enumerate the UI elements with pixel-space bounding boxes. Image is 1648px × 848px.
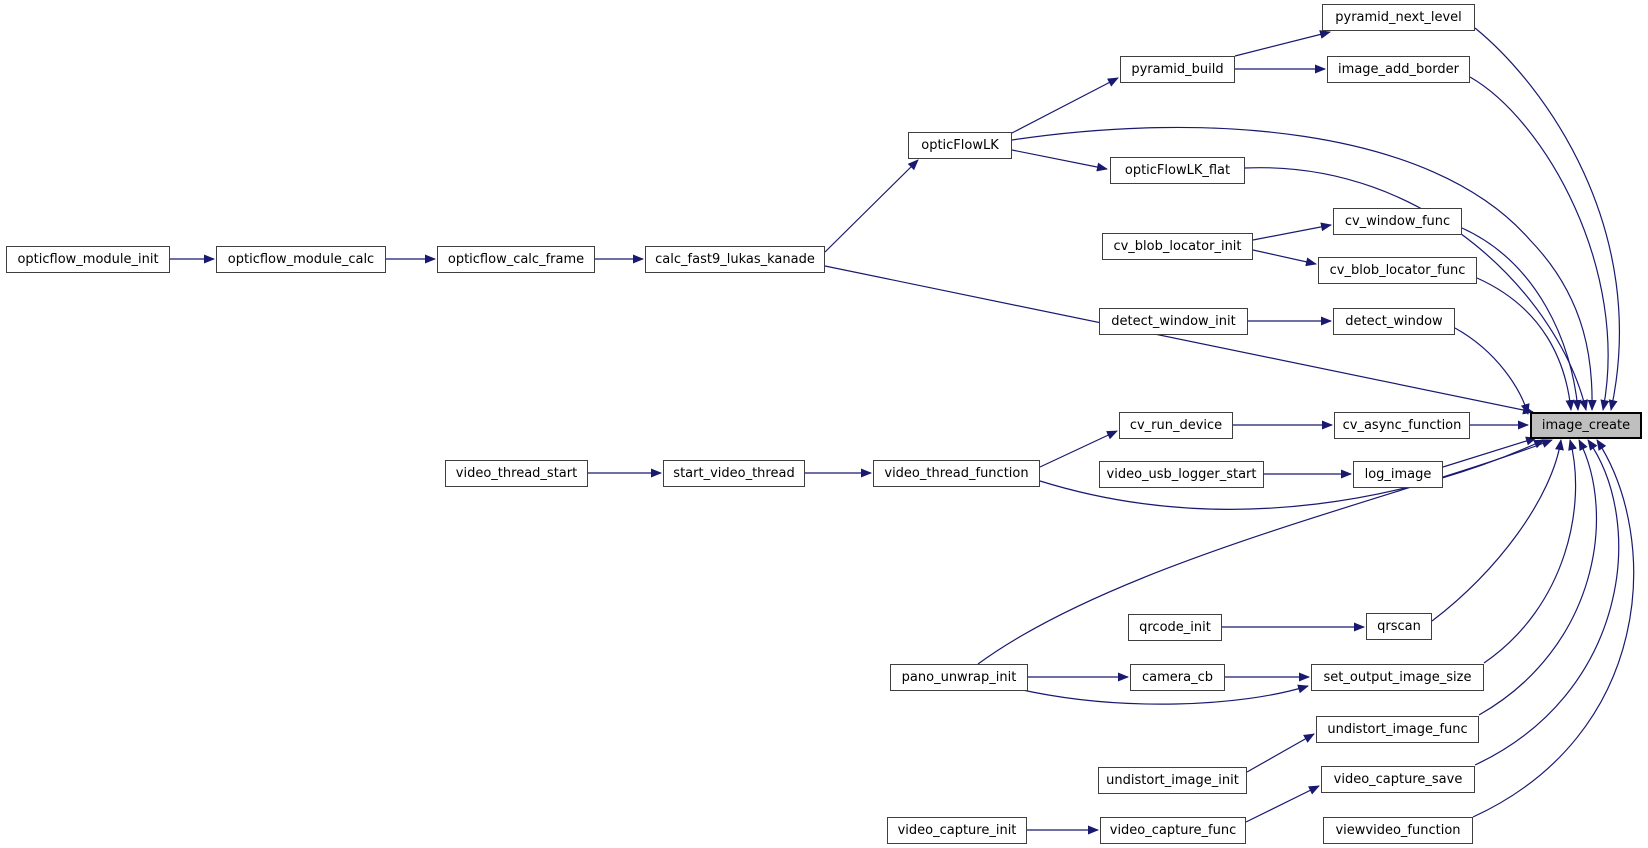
node-set_output_image_size[interactable]: set_output_image_size bbox=[1311, 664, 1484, 691]
edge-pyramid_build-to-pyramid_next_level bbox=[1234, 30, 1331, 57]
node-cv_run_device[interactable]: cv_run_device bbox=[1119, 412, 1233, 439]
node-opticFlowLK_flat[interactable]: opticFlowLK_flat bbox=[1110, 157, 1245, 184]
node-undistort_image_init[interactable]: undistort_image_init bbox=[1098, 767, 1247, 794]
edge-cv_blob_locator_init-to-cv_window_func bbox=[1252, 222, 1332, 241]
edge-video_capture_func-to-video_capture_save bbox=[1245, 785, 1320, 823]
edge-group bbox=[170, 27, 1635, 835]
node-cv_async_function[interactable]: cv_async_function bbox=[1334, 412, 1470, 439]
node-viewvideo_function[interactable]: viewvideo_function bbox=[1323, 817, 1473, 844]
edge-set_output_image_size-to-image_create bbox=[1483, 439, 1577, 664]
edge-pano_unwrap_init-to-set_output_image_size bbox=[1017, 684, 1309, 705]
edge-log_image-to-image_create bbox=[1442, 436, 1537, 468]
node-image_add_border[interactable]: image_add_border bbox=[1327, 56, 1470, 83]
edge-opticFlowLK-to-pyramid_build bbox=[1009, 77, 1119, 135]
node-detect_window[interactable]: detect_window bbox=[1333, 308, 1455, 335]
edge-opticFlowLK-to-image_create bbox=[1011, 126, 1597, 411]
edge-undistort_image_func-to-image_create bbox=[1478, 439, 1597, 716]
edge-cv_blob_locator_func-to-image_create bbox=[1476, 277, 1575, 411]
edge-pyramid_next_level-to-image_create bbox=[1474, 27, 1620, 411]
node-qrscan[interactable]: qrscan bbox=[1366, 613, 1432, 640]
edge-image_add_border-to-image_create bbox=[1469, 76, 1610, 411]
edge-pano_unwrap_init-to-image_create bbox=[977, 439, 1553, 665]
node-camera_cb[interactable]: camera_cb bbox=[1130, 664, 1225, 691]
node-video_thread_start[interactable]: video_thread_start bbox=[445, 460, 588, 487]
node-cv_window_func[interactable]: cv_window_func bbox=[1333, 208, 1462, 235]
edge-detect_window-to-image_create bbox=[1454, 327, 1530, 415]
edge-calc_fast9_lukas_kanade-to-image_create bbox=[824, 265, 1534, 415]
edge-viewvideo_function-to-image_create bbox=[1472, 439, 1635, 818]
node-pano_unwrap_init[interactable]: pano_unwrap_init bbox=[890, 664, 1028, 691]
node-opticflow_module_init[interactable]: opticflow_module_init bbox=[6, 246, 170, 273]
node-cv_blob_locator_init[interactable]: cv_blob_locator_init bbox=[1102, 233, 1253, 260]
node-cv_blob_locator_func[interactable]: cv_blob_locator_func bbox=[1318, 257, 1477, 284]
edge-video_thread_function-to-cv_run_device bbox=[1039, 430, 1118, 468]
edge-undistort_image_init-to-undistort_image_func bbox=[1246, 733, 1315, 773]
node-opticflow_calc_frame[interactable]: opticflow_calc_frame bbox=[437, 246, 595, 273]
node-opticFlowLK[interactable]: opticFlowLK bbox=[908, 132, 1012, 159]
node-video_capture_init[interactable]: video_capture_init bbox=[887, 817, 1027, 844]
node-qrcode_init[interactable]: qrcode_init bbox=[1128, 614, 1222, 641]
node-undistort_image_func[interactable]: undistort_image_func bbox=[1316, 716, 1479, 743]
node-opticflow_module_calc[interactable]: opticflow_module_calc bbox=[216, 246, 386, 273]
node-video_capture_func[interactable]: video_capture_func bbox=[1100, 817, 1246, 844]
node-pyramid_next_level[interactable]: pyramid_next_level bbox=[1322, 4, 1475, 31]
node-pyramid_build[interactable]: pyramid_build bbox=[1120, 56, 1235, 83]
edge-calc_fast9_lukas_kanade-to-opticFlowLK bbox=[824, 159, 919, 253]
node-log_image[interactable]: log_image bbox=[1353, 461, 1443, 488]
node-detect_window_init[interactable]: detect_window_init bbox=[1099, 308, 1248, 335]
node-video_usb_logger_start[interactable]: video_usb_logger_start bbox=[1099, 461, 1264, 488]
edge-cv_window_func-to-image_create bbox=[1461, 227, 1582, 411]
edge-video_capture_save-to-image_create bbox=[1474, 439, 1620, 766]
node-calc_fast9_lukas_kanade[interactable]: calc_fast9_lukas_kanade bbox=[645, 246, 825, 273]
node-video_thread_function[interactable]: video_thread_function bbox=[873, 460, 1040, 487]
edge-qrscan-to-image_create bbox=[1431, 439, 1564, 622]
node-image_create: image_create bbox=[1530, 412, 1642, 439]
node-video_capture_save[interactable]: video_capture_save bbox=[1321, 766, 1475, 793]
node-start_video_thread[interactable]: start_video_thread bbox=[663, 460, 805, 487]
edge-cv_blob_locator_init-to-cv_blob_locator_func bbox=[1252, 249, 1317, 267]
edge-opticFlowLK-to-opticFlowLK_flat bbox=[1011, 149, 1108, 172]
